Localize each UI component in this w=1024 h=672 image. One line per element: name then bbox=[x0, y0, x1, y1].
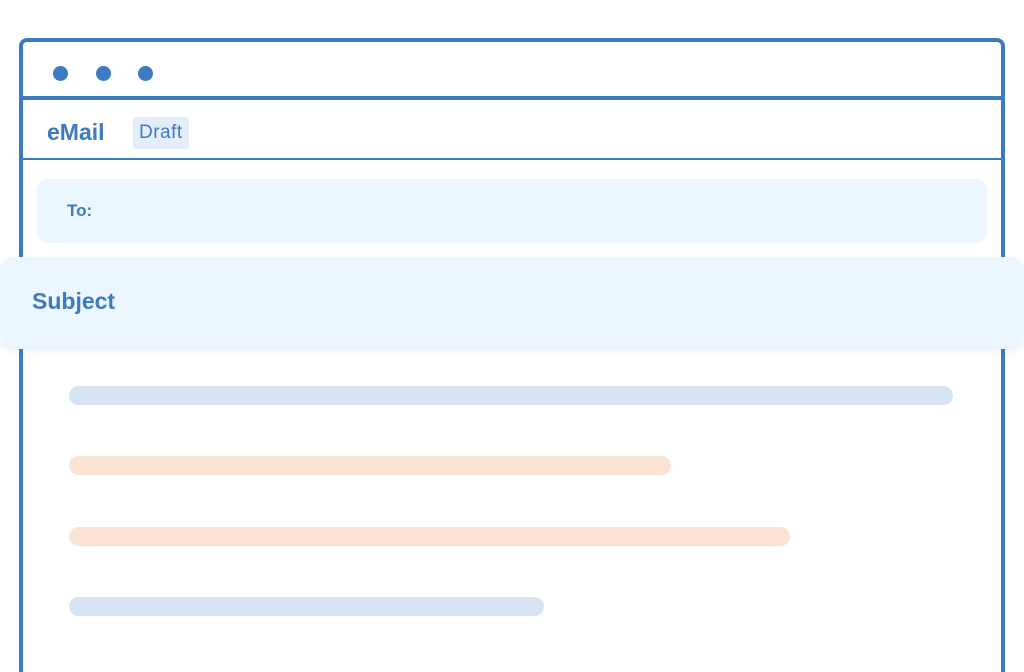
window-minimize-dot-icon[interactable] bbox=[96, 66, 111, 81]
subject-field[interactable]: Subject bbox=[0, 257, 1024, 349]
status-badge: Draft bbox=[133, 117, 189, 149]
body-text-placeholder-line bbox=[69, 597, 544, 616]
window-titlebar bbox=[23, 42, 1001, 100]
to-label: To: bbox=[67, 201, 93, 220]
subject-label: Subject bbox=[32, 288, 116, 314]
app-header: eMail Draft bbox=[23, 100, 1001, 160]
body-text-placeholder-line bbox=[69, 527, 790, 546]
app-window: eMail Draft To: bbox=[19, 38, 1005, 672]
window-maximize-dot-icon[interactable] bbox=[138, 66, 153, 81]
window-close-dot-icon[interactable] bbox=[53, 66, 68, 81]
body-text-placeholder-line bbox=[69, 386, 953, 405]
body-text-placeholder-line bbox=[69, 456, 671, 475]
to-field[interactable]: To: bbox=[37, 179, 987, 243]
app-title: eMail bbox=[47, 119, 105, 145]
